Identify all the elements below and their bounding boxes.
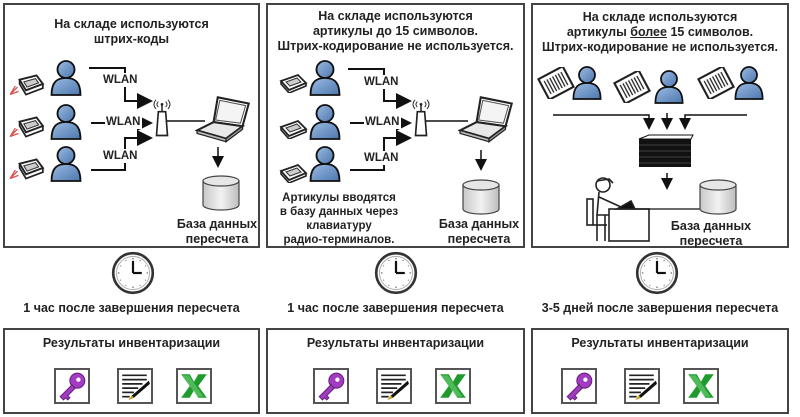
key-icon-button[interactable] bbox=[54, 368, 90, 404]
panel-barcodes: На складе используются штрих-коды WLAN W… bbox=[3, 3, 260, 248]
database-label: База данных пересчета bbox=[661, 219, 761, 249]
excel-icon-button[interactable] bbox=[176, 368, 212, 404]
operator-at-desk-icon bbox=[586, 177, 650, 242]
excel-icon bbox=[440, 374, 466, 398]
timing-label: 3-5 дней после завершения пересчета bbox=[541, 301, 779, 315]
wlan-label: WLAN bbox=[103, 73, 138, 87]
timing-label: 1 час после завершения пересчета bbox=[287, 301, 504, 315]
excel-icon bbox=[688, 374, 714, 398]
barcode-scanner-icon bbox=[9, 116, 44, 138]
wifi-router-icon bbox=[412, 99, 430, 137]
results-title: Результаты инвентаризации bbox=[306, 336, 485, 350]
panel-title: На складе используются артикулы до 15 си… bbox=[268, 9, 523, 54]
excel-icon bbox=[181, 374, 207, 398]
database-label: База данных пересчета bbox=[434, 217, 524, 247]
document-pen-icon bbox=[121, 374, 151, 401]
title-line: Штрих-кодирование не используется. bbox=[542, 40, 778, 54]
database-icon bbox=[699, 179, 737, 215]
results-panel: Результаты инвентаризации bbox=[531, 328, 789, 414]
db-label-line: пересчета bbox=[447, 232, 511, 246]
note-line: в базу данных через bbox=[279, 206, 399, 218]
database-icon bbox=[202, 175, 240, 211]
panel-title: На складе используются артикулы более 15… bbox=[533, 10, 787, 55]
title-emphasis: более bbox=[630, 25, 667, 39]
title-line: штрих-коды bbox=[93, 32, 170, 46]
user-icon bbox=[50, 146, 82, 182]
db-label-line: База данных bbox=[176, 217, 258, 231]
key-icon-button[interactable] bbox=[561, 368, 597, 404]
document-pen-icon-button[interactable] bbox=[624, 368, 660, 404]
user-icon bbox=[50, 104, 82, 140]
user-icon bbox=[572, 66, 602, 100]
wlan-label: WLAN bbox=[364, 75, 399, 89]
db-label-line: База данных bbox=[670, 219, 752, 233]
user-icon bbox=[50, 60, 82, 96]
title-line: На складе используются bbox=[582, 10, 738, 24]
title-line: На складе используются bbox=[318, 9, 473, 23]
document-pen-icon-button[interactable] bbox=[376, 368, 412, 404]
panel-long-articles: На складе используются артикулы более 15… bbox=[531, 3, 789, 248]
user-icon bbox=[309, 104, 341, 140]
wlan-label: WLAN bbox=[364, 115, 401, 129]
wifi-router-icon bbox=[153, 99, 171, 137]
db-label-line: База данных bbox=[438, 217, 520, 231]
title-line: артикулы до 15 символов. bbox=[312, 24, 479, 38]
title-line: артикулы более 15 символов. bbox=[533, 25, 787, 40]
results-panel: Результаты инвентаризации bbox=[266, 328, 525, 414]
user-icon bbox=[309, 146, 341, 182]
database-icon bbox=[462, 179, 500, 215]
panel-title: На складе используются штрих-коды bbox=[5, 17, 258, 47]
results-title: Результаты инвентаризации bbox=[42, 336, 221, 350]
barcode-scanner-icon bbox=[9, 74, 44, 96]
database-label: База данных пересчета bbox=[173, 217, 261, 247]
document-pen-icon bbox=[380, 374, 410, 401]
title-line: На складе используются bbox=[54, 17, 209, 31]
excel-icon-button[interactable] bbox=[435, 368, 471, 404]
note-line: радио-терминалов. bbox=[283, 234, 395, 246]
note-line: клавиатуру bbox=[306, 220, 372, 232]
results-panel: Результаты инвентаризации bbox=[3, 328, 260, 414]
wlan-label: WLAN bbox=[105, 115, 142, 129]
paper-list-icon bbox=[697, 67, 735, 99]
db-label-line: пересчета bbox=[679, 234, 743, 248]
results-title: Результаты инвентаризации bbox=[571, 336, 749, 350]
excel-icon-button[interactable] bbox=[683, 368, 719, 404]
paper-list-icon bbox=[537, 67, 575, 99]
key-icon-button[interactable] bbox=[313, 368, 349, 404]
note-text: Артикулы вводятся в базу данных через кл… bbox=[274, 191, 404, 247]
title-line: Штрих-кодирование не используется. bbox=[277, 39, 514, 53]
user-icon bbox=[734, 66, 764, 100]
radio-terminal-icon bbox=[280, 120, 307, 139]
wlan-label: WLAN bbox=[364, 151, 399, 165]
panel-short-articles: На складе используются артикулы до 15 си… bbox=[266, 3, 525, 248]
laptop-icon bbox=[459, 96, 513, 143]
note-line: Артикулы вводятся bbox=[282, 192, 396, 204]
laptop-icon bbox=[196, 96, 250, 143]
barcode-scanner-icon bbox=[9, 158, 44, 180]
manual-process-diagram bbox=[537, 66, 764, 242]
title-text: артикулы bbox=[566, 25, 631, 39]
user-icon bbox=[654, 70, 684, 104]
wlan-label: WLAN bbox=[103, 149, 138, 163]
radio-terminal-icon bbox=[280, 164, 307, 183]
clock-icon bbox=[374, 251, 418, 295]
user-icon bbox=[309, 60, 341, 96]
paper-stack-icon bbox=[638, 134, 694, 167]
radio-terminal-icon bbox=[280, 74, 307, 93]
clock-icon bbox=[635, 251, 679, 295]
paper-list-icon bbox=[613, 71, 651, 103]
document-pen-icon-button[interactable] bbox=[117, 368, 153, 404]
db-label-line: пересчета bbox=[185, 232, 249, 246]
key-icon bbox=[59, 372, 86, 401]
timing-label: 1 час после завершения пересчета bbox=[23, 301, 240, 315]
title-text: 15 символов. bbox=[666, 25, 754, 39]
key-icon bbox=[566, 372, 593, 401]
document-pen-icon bbox=[628, 374, 658, 401]
key-icon bbox=[318, 372, 345, 401]
clock-icon bbox=[111, 251, 155, 295]
